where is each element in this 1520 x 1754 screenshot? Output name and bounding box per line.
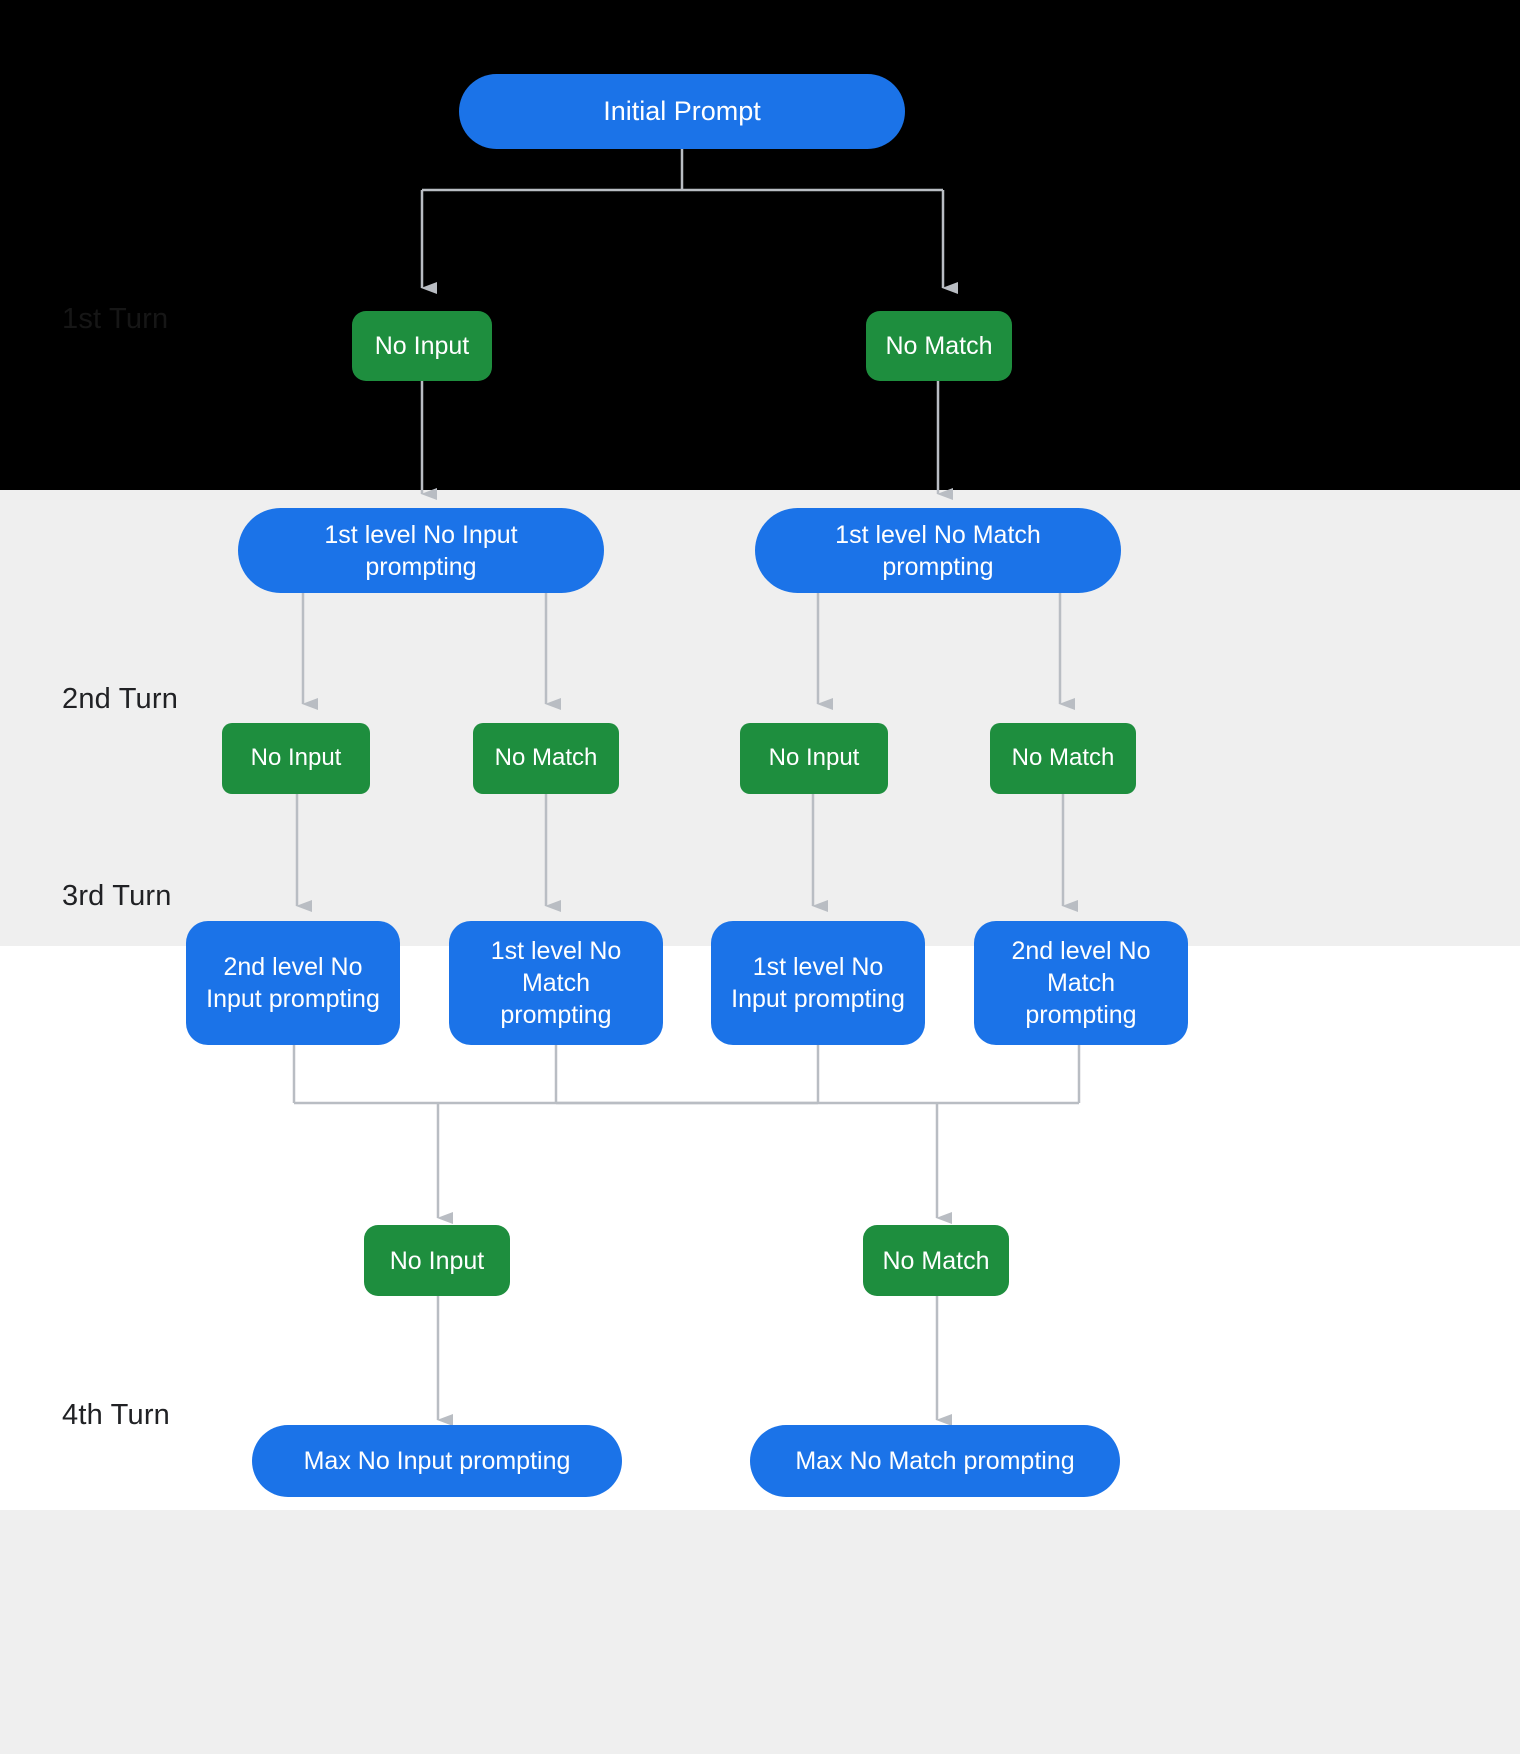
node-t4-max-no-match[interactable]: Max No Match prompting <box>750 1425 1120 1497</box>
node-t3-prompt-2[interactable]: 1st level No Match prompting <box>449 921 663 1045</box>
band-4th-turn <box>0 1510 1520 1754</box>
turn-label-3rd: 3rd Turn <box>62 880 172 912</box>
node-t3-prompt-1[interactable]: 2nd level No Input prompting <box>186 921 400 1045</box>
node-t3-no-input[interactable]: No Input <box>364 1225 510 1296</box>
node-t2-no-match-b[interactable]: No Match <box>990 723 1136 794</box>
turn-label-1st: 1st Turn <box>62 303 169 335</box>
node-t2-no-input-b[interactable]: No Input <box>740 723 888 794</box>
node-t2-prompt-no-input[interactable]: 1st level No Input prompting <box>238 508 604 593</box>
node-t2-no-input-a[interactable]: No Input <box>222 723 370 794</box>
node-initial-prompt[interactable]: Initial Prompt <box>459 74 905 149</box>
node-t4-max-no-input[interactable]: Max No Input prompting <box>252 1425 622 1497</box>
node-t2-prompt-no-match[interactable]: 1st level No Match prompting <box>755 508 1121 593</box>
node-t3-prompt-4[interactable]: 2nd level No Match prompting <box>974 921 1188 1045</box>
node-t1-no-match[interactable]: No Match <box>866 311 1012 381</box>
node-t1-no-input[interactable]: No Input <box>352 311 492 381</box>
turn-label-4th: 4th Turn <box>62 1399 170 1431</box>
node-t3-no-match[interactable]: No Match <box>863 1225 1009 1296</box>
node-t2-no-match-a[interactable]: No Match <box>473 723 619 794</box>
turn-label-2nd: 2nd Turn <box>62 683 179 715</box>
node-t3-prompt-3[interactable]: 1st level No Input prompting <box>711 921 925 1045</box>
